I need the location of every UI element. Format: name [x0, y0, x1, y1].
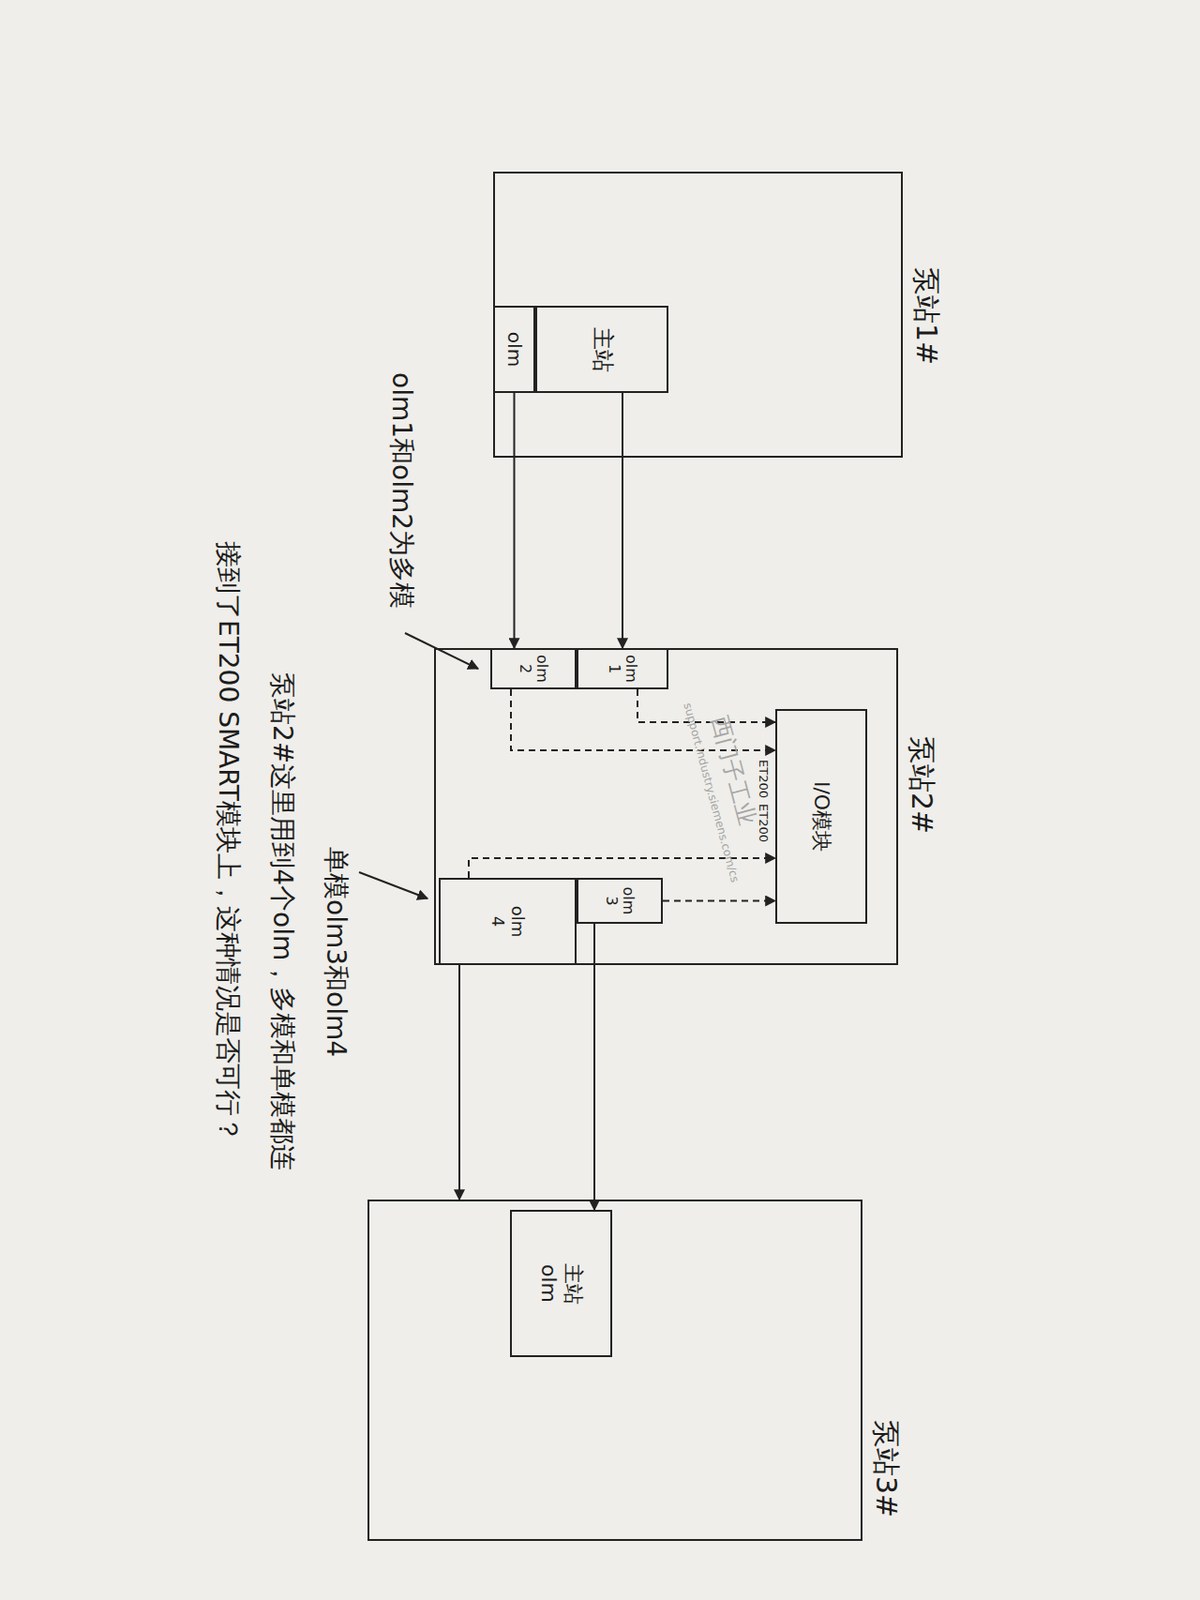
station-title: 泵站1#: [910, 267, 944, 365]
pump-station-box: 泵站2#I/O模块olm1olm2olm3olm4: [434, 647, 899, 965]
fiber-link: [662, 900, 776, 902]
signal-label: ET200: [755, 759, 771, 798]
cell-text: 3: [602, 895, 620, 905]
station-title: 泵站3#: [870, 1419, 903, 1517]
cell-text: 4: [488, 915, 509, 927]
signal-label: ET200: [755, 803, 771, 842]
cell-text: I/O模块: [809, 780, 833, 852]
cell-text: olm: [537, 1263, 561, 1303]
cell-text: 2: [516, 663, 534, 674]
leader-line: [405, 632, 479, 669]
note-text: olm1和olm2为多模: [385, 372, 418, 609]
io-module-box: I/O模块: [775, 708, 868, 924]
olm-cell: olm4: [438, 877, 577, 965]
cell-text: olm: [619, 886, 637, 915]
pump-station-box: 泵站1#主站olm: [493, 171, 903, 458]
note-text: 单模olm3和olm4: [319, 846, 352, 1057]
leader-line: [359, 871, 428, 899]
connector-layer: [459, 392, 776, 1210]
olm-cell: olm1: [576, 647, 669, 690]
cell-text: olm: [622, 654, 640, 683]
cell-text: 主站: [561, 1262, 585, 1305]
olm-cell: olm3: [576, 877, 663, 924]
connector-arrow: [458, 964, 461, 1200]
connector-arrow: [513, 392, 516, 648]
fiber-link: [637, 689, 776, 722]
question-note: 泵站2#这里用到4个olm，多模和单模都连接到了ET200 SMART模块上，这…: [200, 540, 310, 1188]
connector-arrow: [621, 392, 624, 648]
master-station-cell: 主站: [535, 305, 669, 393]
olm-cell: olm: [493, 305, 536, 393]
pump-station-box: 泵站3#主站olm: [367, 1199, 863, 1541]
master-station-cell: 主站olm: [510, 1209, 613, 1357]
connector-arrow: [593, 923, 596, 1210]
station-title: 泵站2#: [905, 735, 939, 834]
cell-text: 主站: [588, 327, 615, 373]
olm-cell: olm2: [490, 647, 577, 690]
cell-text: olm: [503, 331, 525, 367]
cell-text: 1: [605, 663, 623, 674]
cell-text: olm: [533, 654, 551, 683]
cell-text: olm: [508, 905, 528, 938]
